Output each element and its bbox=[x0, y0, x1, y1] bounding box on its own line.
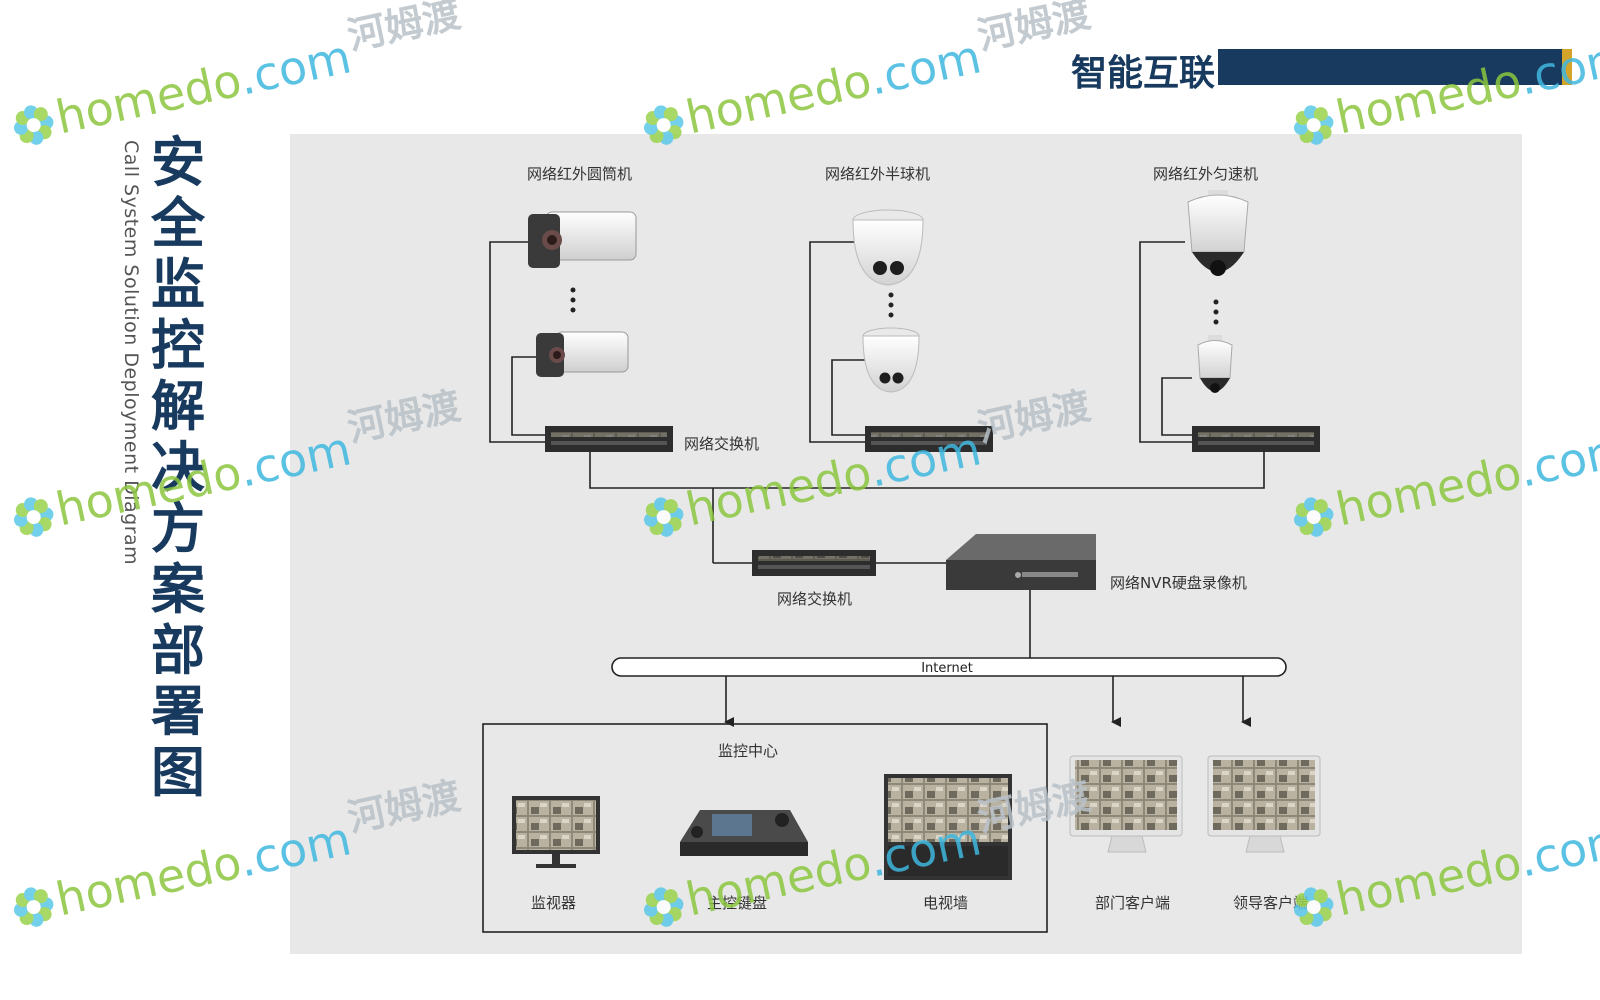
monitor-device bbox=[512, 796, 600, 868]
label-nvr: 网络NVR硬盘录像机 bbox=[1110, 574, 1247, 592]
ellipsis-bullet bbox=[570, 287, 576, 313]
arrows bbox=[724, 676, 1251, 727]
page-title-char: 解 bbox=[151, 375, 205, 438]
connection-lines bbox=[489, 241, 1265, 658]
ellipsis-dome bbox=[888, 292, 894, 318]
brand-bar-accent bbox=[1562, 49, 1572, 85]
page-title-char: 决 bbox=[151, 436, 205, 499]
page-title-char: 方 bbox=[151, 497, 205, 560]
page-title-char: 安 bbox=[151, 131, 205, 194]
label-dome-camera: 网络红外半球机 bbox=[825, 165, 931, 183]
switch-ptz bbox=[1192, 426, 1320, 452]
label-bullet-camera: 网络红外圆筒机 bbox=[527, 165, 633, 183]
label-leader-client: 领导客户端 bbox=[1233, 894, 1309, 912]
tv-wall-device bbox=[884, 774, 1012, 880]
page-title-char: 全 bbox=[151, 192, 205, 255]
nvr-recorder bbox=[946, 534, 1096, 590]
page-subtitle: Call System Solution Deployment Diagram bbox=[120, 140, 142, 566]
label-department-client: 部门客户端 bbox=[1095, 894, 1171, 912]
monitoring-center-box bbox=[482, 723, 1048, 933]
page-title: 安全监控解决方案部署图 bbox=[148, 132, 208, 803]
page-title-char: 案 bbox=[151, 558, 205, 621]
bullet-camera-2 bbox=[536, 331, 629, 377]
label-tv-wall: 电视墙 bbox=[923, 894, 969, 912]
page-title-char: 署 bbox=[151, 680, 205, 743]
label-ptz-camera: 网络红外匀速机 bbox=[1153, 165, 1259, 183]
page-title-char: 监 bbox=[151, 253, 205, 316]
internet-bus bbox=[611, 657, 1287, 677]
label-keyboard: 主控键盘 bbox=[707, 894, 768, 912]
internet-label: Internet bbox=[921, 661, 973, 676]
ellipsis-ptz bbox=[1213, 299, 1219, 325]
leader-client-device bbox=[1207, 755, 1321, 853]
switch-dome bbox=[865, 426, 993, 452]
brand-title: 智能互联 bbox=[1071, 53, 1216, 94]
brand-bar bbox=[1218, 49, 1562, 85]
label-monitor: 监视器 bbox=[531, 894, 577, 912]
bullet-camera-1 bbox=[528, 211, 637, 268]
switch-bullet bbox=[545, 426, 673, 452]
dome-camera-2 bbox=[862, 327, 920, 393]
dome-camera-1 bbox=[852, 209, 924, 286]
ptz-camera-1 bbox=[1187, 190, 1249, 276]
switch-aggregation bbox=[752, 550, 876, 576]
monitoring-center-title: 监控中心 bbox=[718, 742, 779, 760]
keyboard-device bbox=[680, 810, 808, 856]
page-title-char: 图 bbox=[151, 741, 205, 804]
department-client-device bbox=[1069, 755, 1183, 853]
ptz-camera-2 bbox=[1197, 335, 1233, 393]
page-title-char: 控 bbox=[151, 314, 205, 377]
label-switch-top: 网络交换机 bbox=[684, 435, 760, 453]
page-title-char: 部 bbox=[151, 619, 205, 682]
label-switch-mid: 网络交换机 bbox=[777, 590, 853, 608]
